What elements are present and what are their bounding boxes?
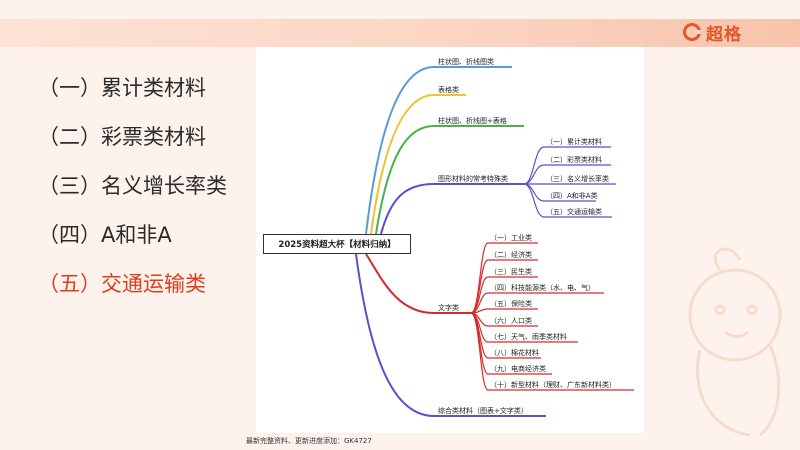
special-item-1: （一）累计类材料 xyxy=(546,138,602,146)
special-item-5: （五）交通运输类 xyxy=(546,208,602,216)
text-item-4: （四）科技能源类（水、电、气） xyxy=(490,284,595,292)
branch-special: 图形材料的常考特殊类 xyxy=(438,175,508,183)
text-item-7: （七）天气、雨季类材料 xyxy=(490,333,567,341)
text-item-8: （八）棉花材料 xyxy=(490,349,539,357)
topic-item-1[interactable]: （一）累计类材料 xyxy=(38,76,206,100)
text-item-6: （六）人口类 xyxy=(490,317,532,325)
topic-list: （一）累计类材料 （二）彩票类材料 （三）名义增长率类 （四）A和非A （五）交… xyxy=(38,68,227,313)
text-item-1: （一）工业类 xyxy=(490,234,532,242)
text-item-5: （五）保险类 xyxy=(490,300,532,308)
branch-text: 文字类 xyxy=(438,304,459,312)
branch-chart-table: 柱状图、折线图+表格 xyxy=(438,117,507,125)
text-item-9: （九）电商经济类 xyxy=(490,365,546,373)
mascot-watermark-icon xyxy=(688,247,782,437)
connector-special-children xyxy=(523,146,616,218)
mindmap-panel: 2025资料超大杯【材料归纳】 柱状图、折线图类 表格类 柱状图、折线图+表格 … xyxy=(256,47,644,433)
connector-branch-2 xyxy=(370,94,466,235)
connector-branch-4 xyxy=(380,183,524,235)
branch-table: 表格类 xyxy=(438,86,459,94)
text-item-2: （二）经济类 xyxy=(490,251,532,259)
branch-chart-line: 柱状图、折线图类 xyxy=(438,58,494,66)
connector-branch-1 xyxy=(365,66,512,235)
mindmap-root: 2025资料超大杯【材料归纳】 xyxy=(263,234,411,254)
connector-branch-3 xyxy=(375,125,524,235)
branch-composite: 综合类材料（图表+文字类） xyxy=(438,407,528,415)
connector-branch-5 xyxy=(365,253,471,314)
topic-item-3[interactable]: （三）名义增长率类 xyxy=(38,174,227,198)
topic-item-4[interactable]: （四）A和非A xyxy=(38,223,172,247)
brand-g-icon xyxy=(683,23,701,41)
connector-text-children xyxy=(470,242,634,391)
special-item-4: （四）A和非A类 xyxy=(546,192,598,200)
text-item-10: （十）新型材料（理财、广东新材料类） xyxy=(490,381,616,389)
connector-branch-6 xyxy=(355,253,546,417)
topic-item-2[interactable]: （二）彩票类材料 xyxy=(38,125,206,149)
brand-logo: 超格 xyxy=(683,20,742,45)
special-item-2: （二）彩票类材料 xyxy=(546,156,602,164)
special-item-3: （三）名义增长率类 xyxy=(546,175,609,183)
mindmap-connectors xyxy=(355,66,634,417)
brand-name: 超格 xyxy=(706,24,742,45)
top-banner xyxy=(0,19,800,47)
text-item-3: （三）民生类 xyxy=(490,268,532,276)
footer-note: 最新完整资料、更新进度添加：GK4727 xyxy=(246,437,372,445)
topic-item-5-active[interactable]: （五）交通运输类 xyxy=(38,272,206,296)
